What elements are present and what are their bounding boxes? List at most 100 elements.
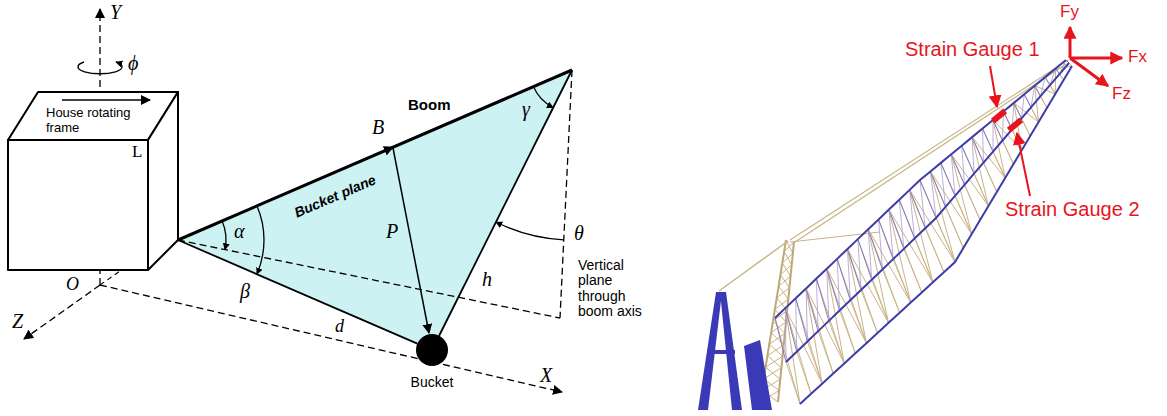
truss-member: [983, 129, 993, 152]
part-label: Boom: [408, 96, 451, 113]
note-label: Vertical plane through boom axis: [578, 258, 644, 320]
truss-member: [925, 228, 944, 272]
truss-member: [816, 279, 818, 332]
force-label: Fx: [1128, 47, 1147, 67]
truss-member: [796, 298, 797, 351]
truss-member: [807, 341, 822, 383]
mast-member: [780, 275, 789, 288]
truss-member: [946, 207, 964, 248]
force-label: Fz: [1112, 84, 1131, 104]
suspension-cable: [719, 241, 788, 291]
truss-member: [806, 288, 844, 363]
p-vector: [393, 148, 429, 333]
truss-member: [910, 190, 955, 262]
gauge-label: Strain Gauge 1: [905, 38, 1040, 61]
axis-label: X: [540, 364, 552, 387]
angle-label: γ: [522, 98, 530, 121]
truss-member: [806, 288, 807, 341]
house-frame-box: House rotating frameL: [8, 92, 178, 270]
truss-member: [1014, 103, 1022, 119]
truss-member: [879, 219, 894, 259]
rotation-label: ϕ: [128, 52, 138, 75]
truss-member: [868, 229, 911, 302]
force-label: Fy: [1060, 2, 1079, 22]
truss-member: [962, 146, 974, 174]
truss-member: [941, 163, 946, 207]
axis-label: Z: [12, 310, 23, 333]
truss-member: [899, 200, 904, 249]
vector-label: B: [372, 116, 384, 139]
truss-member: [889, 210, 893, 260]
mast-member: [782, 263, 790, 276]
part-label: Bucket: [402, 374, 462, 390]
truss-member: [965, 185, 981, 220]
leader-arrow: [1017, 133, 1030, 196]
truss-member: [930, 171, 955, 262]
a-frame: [707, 350, 735, 354]
truss-member: [850, 300, 866, 343]
connector-line: [178, 240, 417, 344]
truss-member: [889, 210, 904, 249]
angle-arc: [533, 87, 553, 108]
strain-gauge: [1007, 118, 1023, 133]
length-label: d: [334, 316, 345, 337]
truss-member: [1066, 60, 1069, 63]
rotation-arrow: [78, 62, 122, 74]
bucket-plane-fill: [178, 70, 572, 350]
strain-gauge: [991, 109, 1007, 124]
angle-arc: [496, 222, 564, 240]
mast-member: [784, 252, 792, 265]
hoist-line: [439, 70, 572, 336]
truss-member: [1024, 94, 1031, 107]
truss-member: [904, 249, 922, 293]
angle-arc: [257, 206, 264, 274]
truss-member: [1055, 69, 1056, 94]
leader-arrow: [990, 66, 997, 107]
truss-member: [993, 152, 1005, 178]
truss-member: [775, 318, 786, 362]
mast-member: [767, 356, 781, 368]
truss-member: [962, 146, 989, 206]
truss-member: [827, 269, 829, 321]
boom-truss: [775, 60, 1072, 404]
truss-member: [936, 218, 955, 262]
truss-member: [861, 290, 878, 333]
house-face: [8, 140, 148, 270]
truss-member: [889, 210, 922, 293]
gauge-label: Strain Gauge 2: [1005, 198, 1140, 221]
boom-foot: [744, 340, 772, 410]
angle-label: α: [234, 220, 245, 243]
truss-member: [1045, 77, 1050, 85]
boom-vector: [355, 147, 393, 163]
truss-member: [827, 269, 856, 354]
truss-member: [829, 321, 844, 364]
truss-member: [785, 308, 796, 352]
vertical-plane-base: [178, 240, 560, 318]
mast-member: [769, 344, 782, 356]
part-label: House rotating frame: [46, 106, 141, 136]
axis-label: Y: [110, 1, 121, 24]
x-axis: [100, 285, 562, 392]
suspension-cable: [790, 232, 880, 242]
truss-member: [972, 137, 974, 174]
angle-label: θ: [574, 222, 584, 245]
force-arrow: [1070, 57, 1122, 60]
truss-member: [984, 163, 997, 192]
vector-label: P: [386, 220, 398, 243]
truss-member: [974, 174, 988, 206]
truss-member: [1003, 141, 1014, 165]
truss-member: [1014, 103, 1030, 136]
dimension-label: L: [132, 142, 142, 162]
vertical-plane-line: [560, 70, 572, 318]
truss-chord: [800, 66, 1072, 404]
z-axis: [24, 285, 100, 339]
truss-member: [920, 180, 955, 262]
mast-member: [766, 356, 783, 367]
truss-member: [816, 279, 844, 364]
truss-member: [848, 249, 889, 323]
dimension-arrow: [62, 99, 150, 101]
force-arrow: [1069, 27, 1072, 58]
origin-label: O: [66, 274, 79, 295]
bucket-symbol: [416, 334, 448, 366]
